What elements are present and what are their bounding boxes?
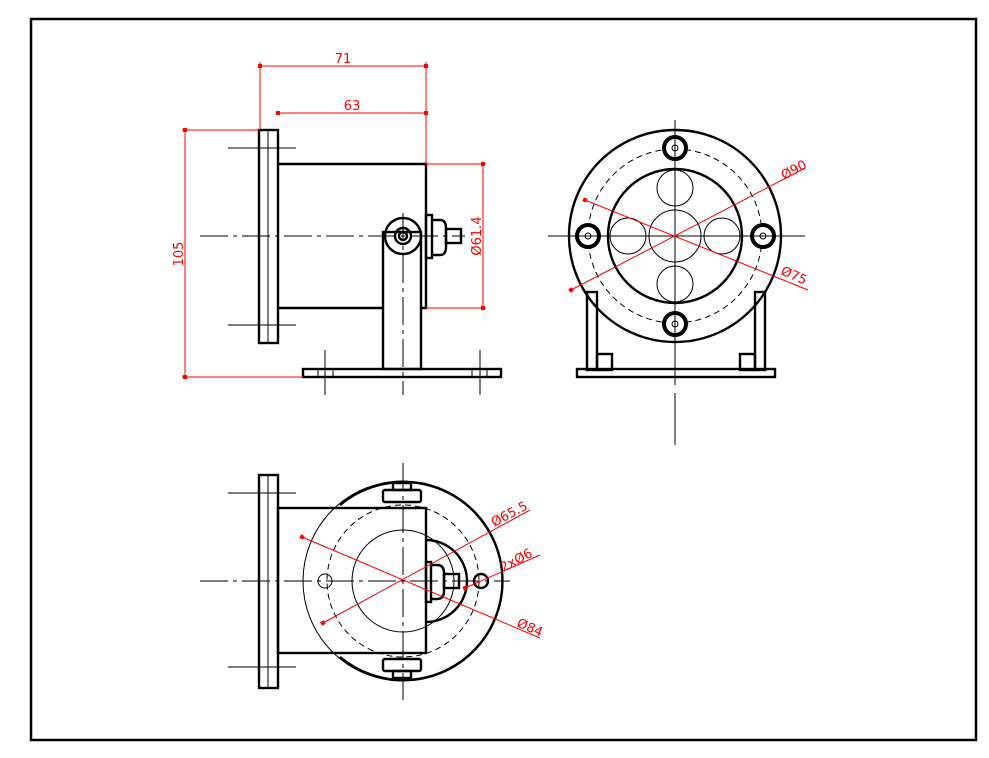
front-view — [548, 120, 805, 445]
top-view-dimensions: Ø65.5 2xØ6 Ø84 — [299, 499, 545, 641]
dim-inner-diameter: Ø65.5 — [489, 499, 531, 531]
dim-flange-diameter: Ø90 — [779, 158, 810, 184]
dim-overall-height: 105 — [172, 242, 187, 267]
side-view — [200, 128, 503, 395]
dim-bolt-circle: Ø75 — [778, 264, 809, 289]
dim-body-length: 63 — [344, 99, 361, 114]
drawing-frame — [29, 17, 978, 742]
top-view — [200, 463, 510, 700]
dim-overall-length: 71 — [335, 52, 352, 67]
dim-holes: 2xØ6 — [498, 546, 535, 575]
dim-body-diameter: Ø61.4 — [470, 216, 485, 255]
dim-base-circle: Ø84 — [514, 616, 545, 641]
side-view-dimensions: 71 63 105 Ø61.4 — [172, 52, 486, 379]
